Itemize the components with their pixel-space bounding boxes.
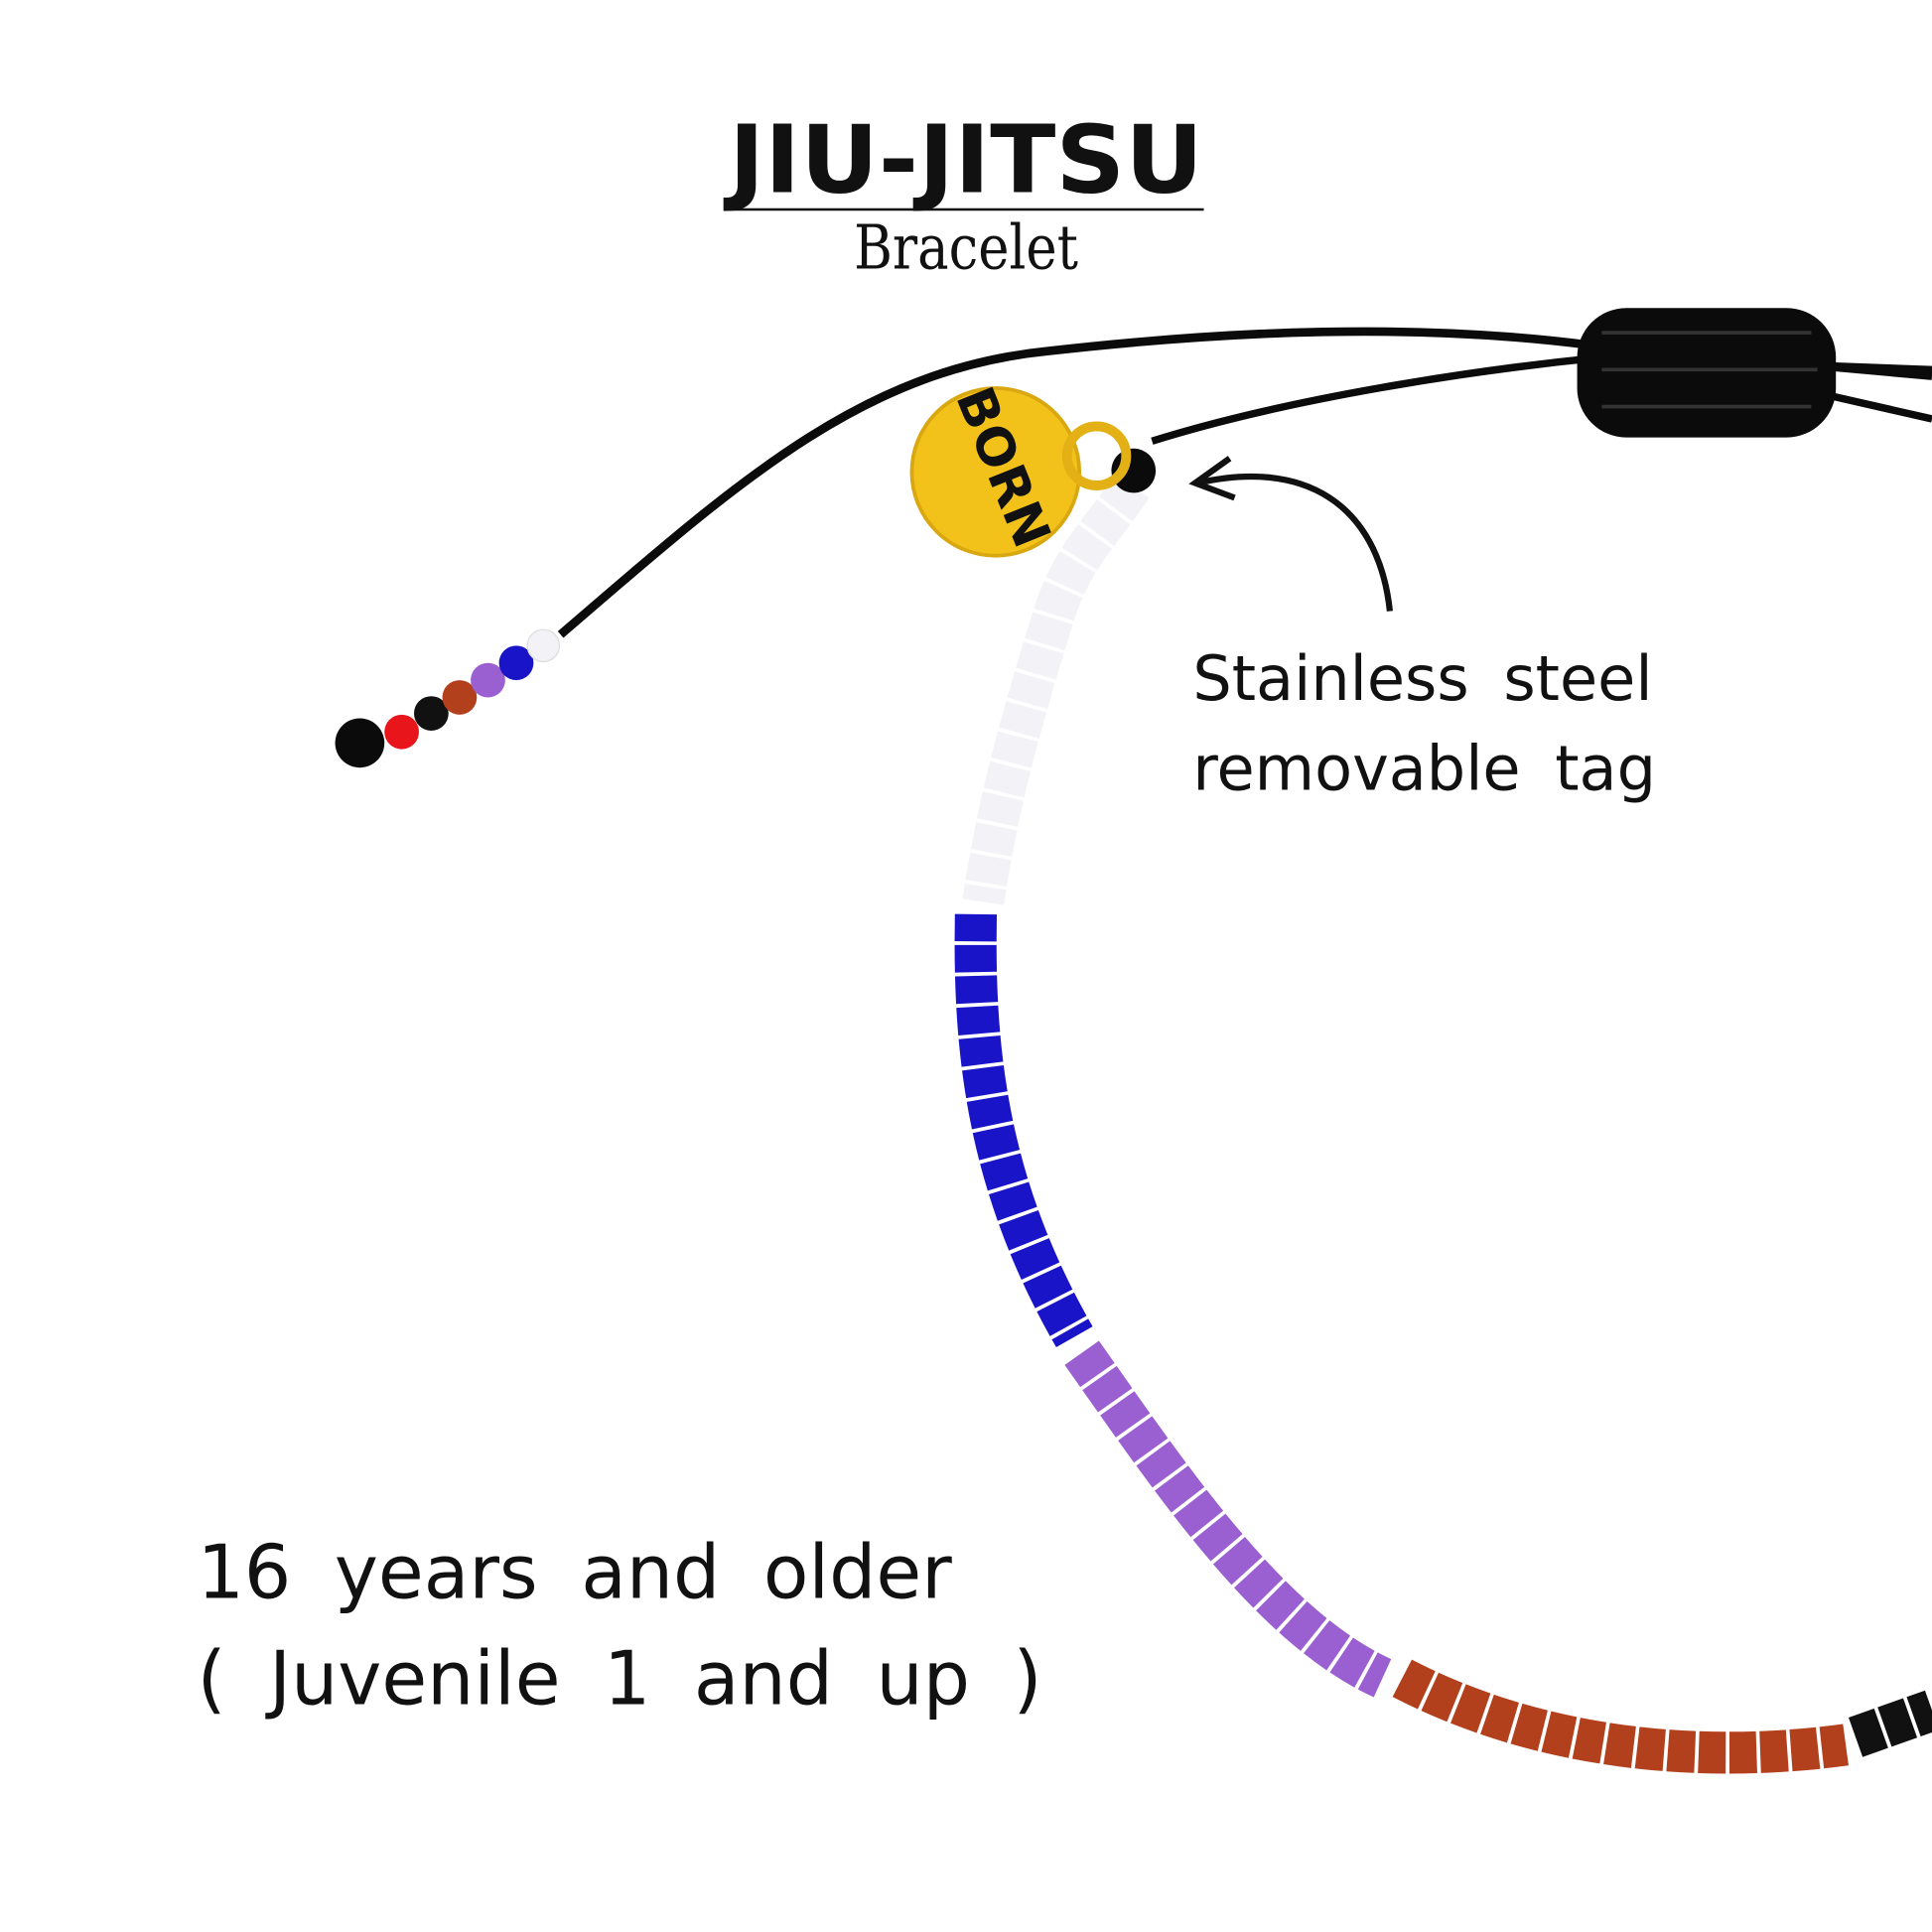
age-note-line-2: ( Juvenile 1 and up ) [198,1635,1042,1722]
black-beads [1848,1690,1932,1757]
black-bead [414,696,449,731]
main-bead-strand [954,476,1932,1774]
purple-bead [471,662,505,698]
cord-upper [557,327,1932,638]
purple-beads [1064,1340,1392,1698]
blue-beads [954,913,1093,1348]
brown-bead [442,680,478,715]
end-knot [335,718,385,768]
red-bead [384,714,419,750]
subtitle: Bracelet [854,211,1078,284]
white-bead [526,628,561,663]
cord-lower [1151,353,1932,445]
tag-jump-ring [1061,421,1132,490]
cord-tail [1822,390,1932,423]
short-end-beads [335,628,561,768]
age-note-line-1: 16 years and older [198,1530,953,1616]
sliding-knot [1577,308,1837,438]
title: JIU-JITSU [723,106,1203,215]
callout-line-2: removable tag [1192,733,1656,805]
white-beads [962,476,1150,905]
brown-beads [1392,1659,1849,1774]
blue-bead [498,645,534,681]
removable-tag: BORN [909,379,1132,558]
arrow-head [1188,456,1236,501]
arrow-icon [1196,473,1394,612]
callout-line-1: Stainless steel [1192,642,1652,715]
